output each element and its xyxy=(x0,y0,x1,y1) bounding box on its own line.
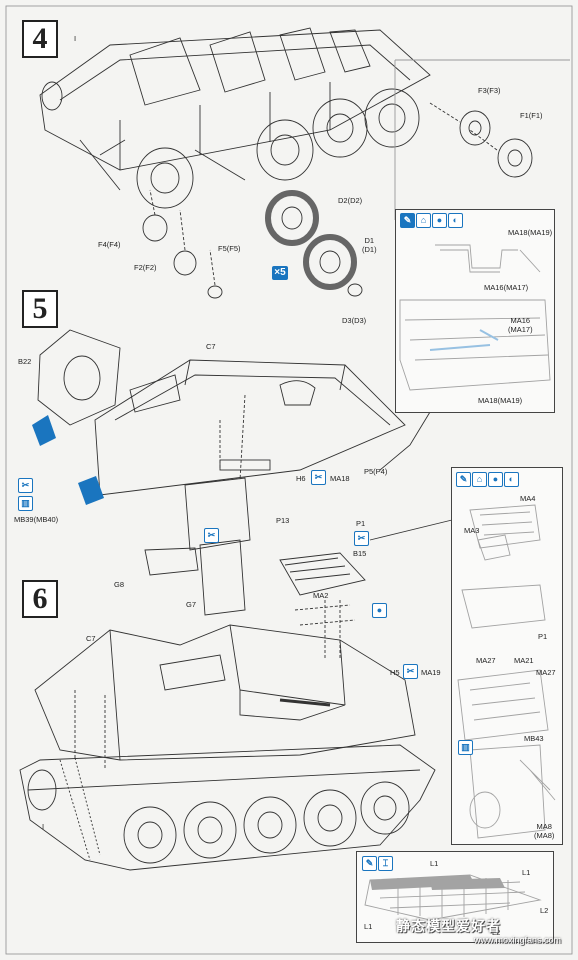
detail-panel-top xyxy=(395,209,555,413)
pe-label-ma16: MA16(MA17) xyxy=(484,283,529,292)
part-label-h6: H6 xyxy=(296,474,306,483)
track-label-l2-b: L2 xyxy=(492,928,501,937)
part-label-d2: D2(D2) xyxy=(338,196,363,205)
track-label-l1-a: L1 xyxy=(430,859,439,868)
track-label-l1-b: L1 xyxy=(522,868,531,877)
part-label-b22: B22 xyxy=(18,357,32,366)
bend-icon: ◐ xyxy=(448,213,463,228)
photoetch-icon: ▥ xyxy=(18,496,33,511)
track-label-l2-a: L2 xyxy=(540,906,549,915)
part-label-p5: P5(P4) xyxy=(364,467,388,476)
fold-icon-2: ⌂ xyxy=(472,472,487,487)
drop-icon-2: ● xyxy=(372,603,387,618)
step-number-5: 5 xyxy=(22,290,58,328)
part-label-f5: F5(F5) xyxy=(218,244,241,253)
part-label-g7: G7 xyxy=(186,600,197,609)
cut-icon-3: ✂ xyxy=(204,528,219,543)
part-label-f4: F4(F4) xyxy=(98,240,121,249)
part-label-ma19: MA19 xyxy=(421,668,441,677)
pe-label-ma16-b: MA16 (MA17) xyxy=(508,316,533,334)
part-label-f3: F3(F3) xyxy=(478,86,501,95)
step-number-6: 6 xyxy=(22,580,58,618)
part-label-d1: D1 (D1) xyxy=(362,236,377,254)
pe-label-ma18: MA18(MA19) xyxy=(508,228,553,237)
part-label-c7-5: C7 xyxy=(206,342,216,351)
part-label-b15: B15 xyxy=(353,549,367,558)
photoetch-icon-2: ▥ xyxy=(458,740,473,755)
part-label-ma18: MA18 xyxy=(330,474,350,483)
part-label-f2: F2(F2) xyxy=(134,263,157,272)
part-label-d3: D3(D3) xyxy=(342,316,367,325)
cut-icon-5: ✂ xyxy=(403,664,418,679)
part-label-g8: G8 xyxy=(114,580,125,589)
drop-icon-3: ● xyxy=(488,472,503,487)
glue-icon: ✎ xyxy=(400,213,415,228)
part-label-ma2: MA2 xyxy=(313,591,329,600)
pe-label-ma27-b: MA27 xyxy=(536,668,556,677)
pe-label-ma3: MA3 xyxy=(464,526,480,535)
pe-label-ma21: MA21 xyxy=(514,656,534,665)
part-label-i-6: I xyxy=(42,822,45,831)
track-label-l1-c: L1 xyxy=(364,922,373,931)
glue-icon-3: ✎ xyxy=(362,856,377,871)
pe-label-ma4: MA4 xyxy=(520,494,536,503)
cut-icon-4: ✂ xyxy=(354,531,369,546)
step-number-4: 4 xyxy=(22,20,58,58)
drop-icon: ● xyxy=(432,213,447,228)
part-label-i: I xyxy=(74,34,77,43)
glue-icon-2: ✎ xyxy=(456,472,471,487)
pe-label-ma27-a: MA27 xyxy=(476,656,496,665)
pe-label-p1: P1 xyxy=(538,632,548,641)
detail-panel-side xyxy=(451,467,563,845)
part-label-c7-6: C7 xyxy=(86,634,96,643)
pe-label-ma18-b: MA18(MA19) xyxy=(478,396,523,405)
pe-label-mb43: MB43 xyxy=(524,734,544,743)
watermark-url: www.moxingfans.com xyxy=(474,935,562,945)
cement-icon: ⌶ xyxy=(378,856,393,871)
part-label-mb39: MB39(MB40) xyxy=(14,515,59,524)
fold-icon: ⌂ xyxy=(416,213,431,228)
pe-label-ma8: MA8 (MA8) xyxy=(534,822,555,840)
part-label-f1: F1(F1) xyxy=(520,111,543,120)
part-label-p13: P13 xyxy=(276,516,290,525)
watermark-logo: 静态模型爱好者 xyxy=(396,918,501,934)
quantity-badge: ×5 xyxy=(272,266,288,280)
part-label-h5: H5 xyxy=(390,668,400,677)
cut-icon-2: ✂ xyxy=(18,478,33,493)
bend-icon-2: ◐ xyxy=(504,472,519,487)
cut-icon: ✂ xyxy=(311,470,326,485)
part-label-p1: P1 xyxy=(356,519,366,528)
